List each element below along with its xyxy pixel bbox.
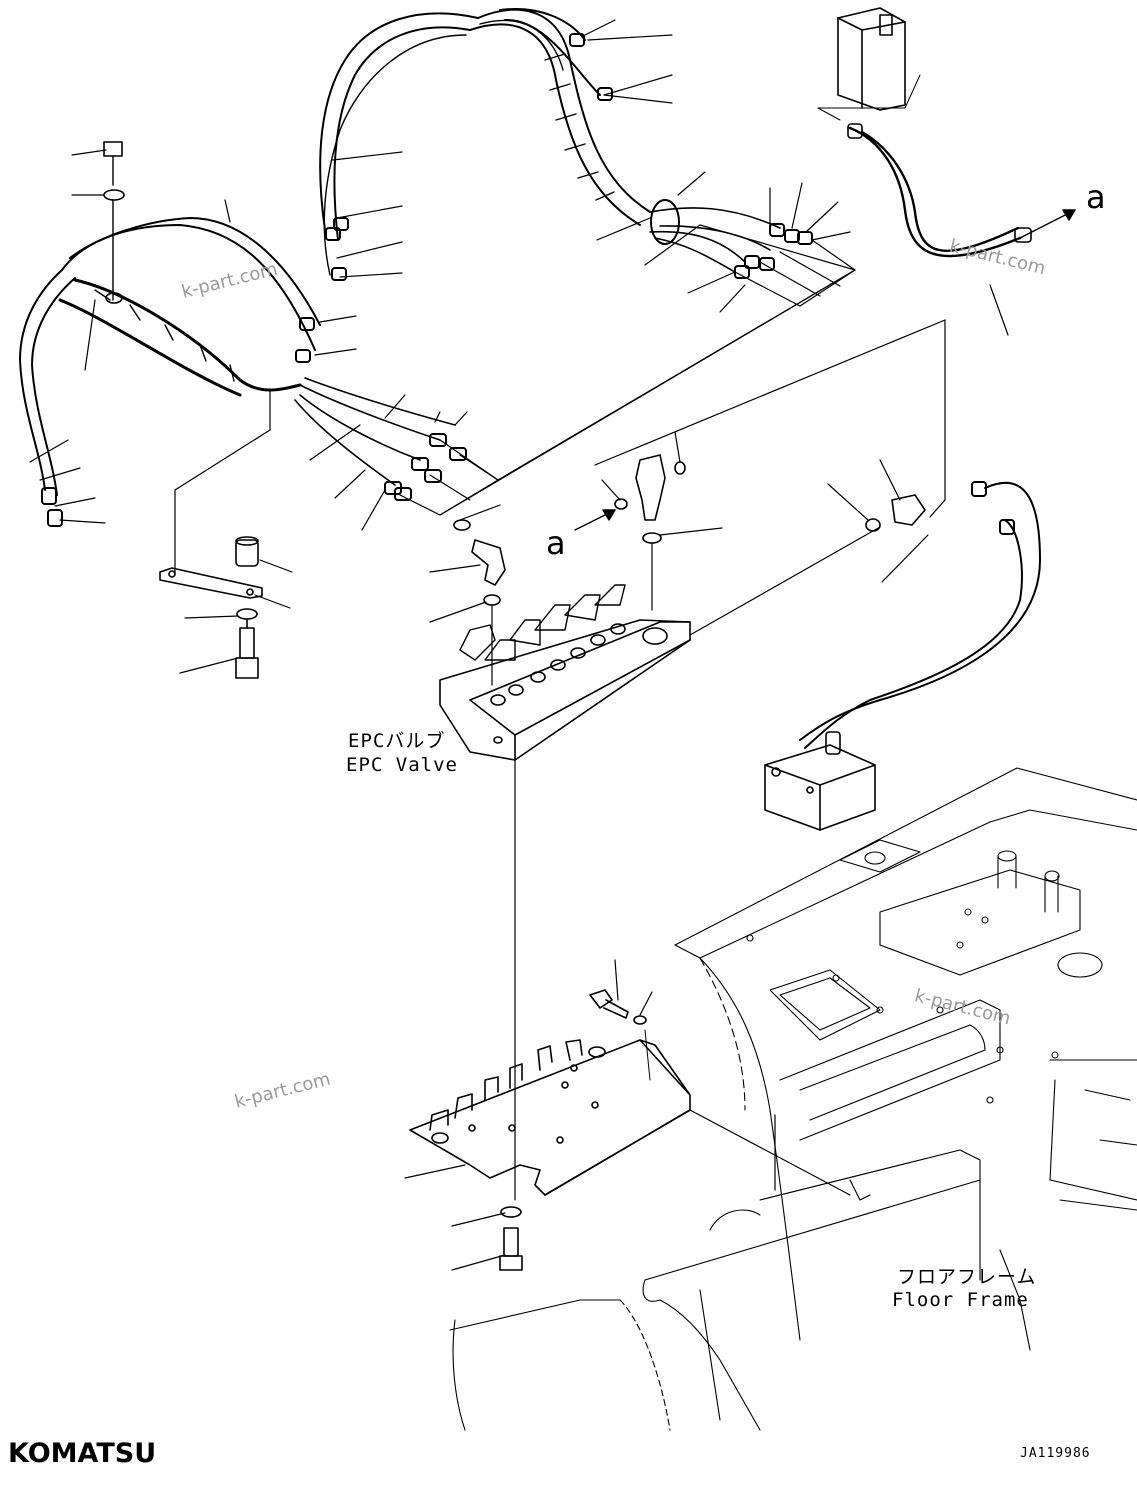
floor-frame	[449, 767, 1137, 1431]
leader-lines-lower	[404, 959, 776, 1271]
callout-a-mid: a	[546, 524, 566, 562]
drawing-code: JA119986	[1020, 1446, 1091, 1461]
epc-valve-label-jp: EPCバルブ	[348, 730, 446, 752]
upper-hose-bundle	[319, 8, 813, 281]
callout-a-top: a	[1086, 178, 1106, 216]
right-long-hose	[594, 319, 1041, 749]
komatsu-logo: KOMATSU	[8, 1438, 157, 1469]
leader-lines-left	[29, 149, 856, 576]
leader-lines-plate	[179, 559, 293, 674]
leader-lines-upper	[314, 19, 856, 356]
bracket-plate	[409, 989, 851, 1271]
callout-arrows	[574, 209, 1076, 531]
floor-frame-label-en: Floor Frame	[892, 1289, 1029, 1311]
floor-frame-label-jp: フロアフレーム	[897, 1266, 1037, 1288]
lower-right-valve	[764, 731, 876, 831]
clamp-plate	[159, 536, 263, 679]
leader-lines-center	[429, 431, 929, 1201]
epc-valve-label-en: EPC Valve	[346, 754, 458, 776]
left-hose-bundle	[19, 141, 467, 527]
epc-valve-block	[439, 584, 691, 761]
fittings-center	[453, 454, 926, 606]
top-right-valve	[817, 7, 1032, 336]
